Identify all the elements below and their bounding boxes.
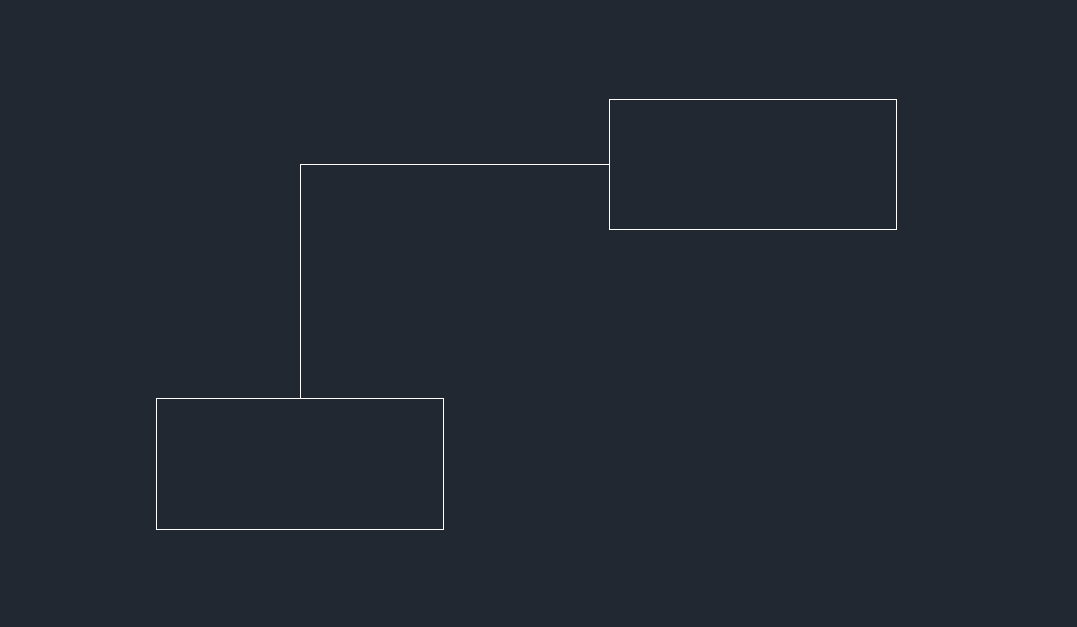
node-box (156, 398, 444, 530)
connector-edge (300, 164, 610, 399)
node-box (609, 99, 897, 230)
node-bottom-left[interactable] (156, 398, 444, 530)
node-top-right[interactable] (609, 99, 897, 230)
